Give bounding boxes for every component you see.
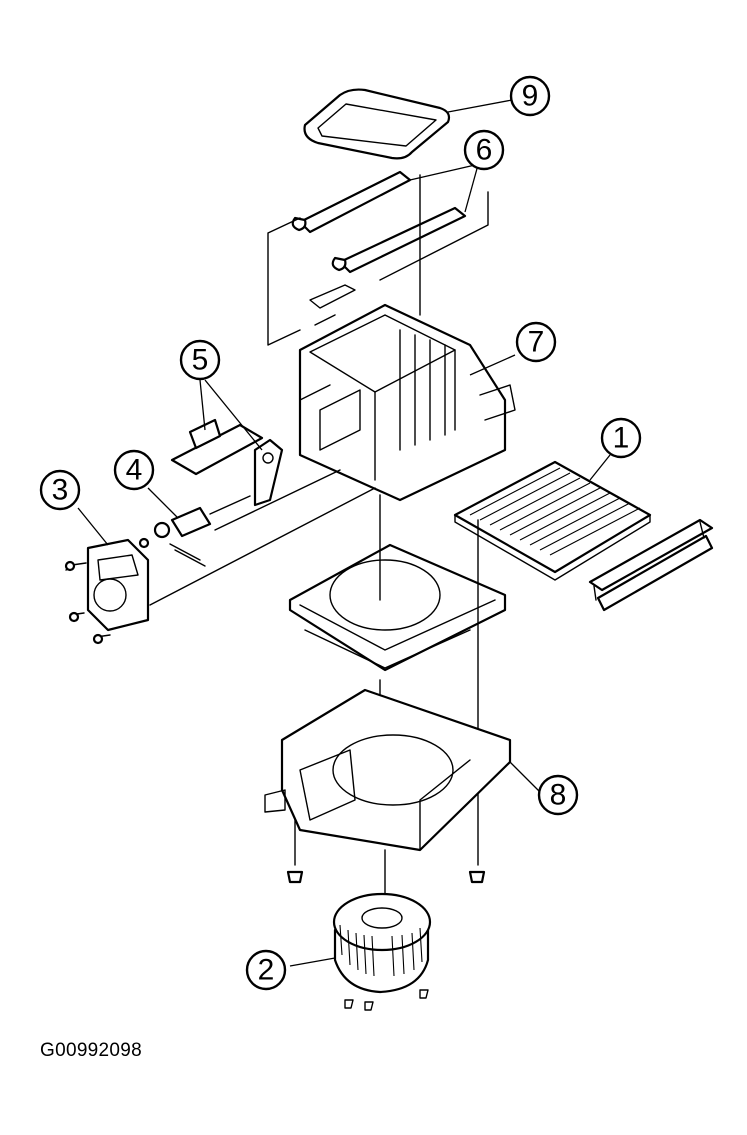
adapter-frame [288, 543, 507, 672]
callout-8: 8 [537, 774, 579, 816]
callout-7: 7 [515, 321, 557, 363]
svg-text:5: 5 [192, 344, 209, 377]
callout-9: 9 [509, 75, 551, 117]
svg-text:6: 6 [476, 134, 493, 167]
svg-text:3: 3 [52, 474, 69, 507]
callout-6: 6 [463, 129, 505, 171]
svg-text:4: 4 [126, 454, 143, 487]
seal-gasket [303, 88, 451, 160]
actuator-motor [64, 537, 150, 645]
blower-case [264, 688, 512, 852]
svg-text:7: 7 [528, 326, 545, 359]
case-screws [286, 870, 486, 884]
actuator-linkage [153, 495, 251, 567]
callout-2: 2 [245, 949, 287, 991]
callout-5: 5 [179, 339, 221, 381]
servo-link [170, 418, 284, 507]
intake-housing [298, 303, 516, 502]
svg-text:2: 2 [258, 954, 275, 987]
callout-4: 4 [113, 449, 155, 491]
filter-rods [291, 170, 467, 274]
air-filter [453, 460, 652, 581]
blower-fan [332, 892, 432, 1011]
callout-3: 3 [39, 469, 81, 511]
figure-code: G00992098 [40, 1040, 143, 1061]
svg-text:1: 1 [613, 422, 630, 455]
callout-1: 1 [600, 417, 642, 459]
svg-text:9: 9 [522, 80, 539, 113]
filter-cover [588, 518, 714, 612]
svg-text:8: 8 [550, 779, 567, 812]
